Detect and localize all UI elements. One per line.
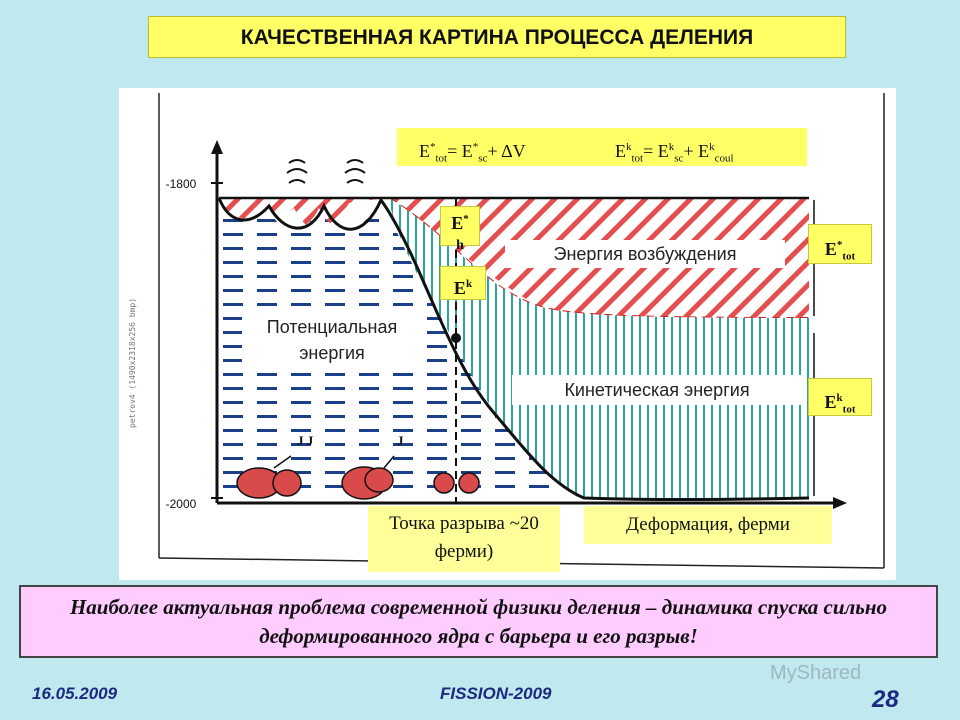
key-statement: Наиболее актуальная проблема современной…: [19, 585, 938, 658]
e-k-box: Ek: [440, 266, 486, 300]
fission-diagram: -1800 -2000 petrov4 (1490x2318x256 bmp) …: [119, 88, 896, 580]
excitation-energy-label: Энергия возбуждения: [505, 240, 785, 268]
x-axis-arrow: [833, 497, 847, 509]
equation-bar: E*tot = E*sc + ΔV Ektot = Eksc+ Ekcoul: [397, 128, 807, 166]
nucleus-shape-1: [236, 455, 302, 499]
page-number: 28: [872, 686, 899, 713]
slide-title: КАЧЕСТВЕННАЯ КАРТИНА ПРОЦЕССА ДЕЛЕНИЯ: [148, 16, 846, 58]
kinetic-region: [389, 198, 809, 498]
y-tick-bottom: -2000: [166, 497, 197, 511]
j-label-2: J: [397, 433, 404, 448]
y-tick-top: -1800: [166, 177, 197, 191]
scission-point-caption: Точка разрыва ~20 ферми): [368, 506, 560, 572]
nucleus-shape-2: [341, 455, 395, 500]
equation-excitation: E*tot = E*sc + ΔV: [419, 141, 526, 165]
wave-icon-2: [344, 159, 366, 184]
j-label-1: J J: [297, 433, 314, 448]
kinetic-energy-label: Кинетическая энергия: [512, 375, 802, 405]
scission-point: [451, 333, 461, 343]
potential-energy-label: Потенциальная энергия: [242, 314, 422, 366]
potential-curve: [217, 197, 810, 501]
e-star-tot-box: E*tot: [808, 224, 872, 264]
vertical-note: petrov4 (1490x2318x256 bmp): [128, 298, 137, 428]
wave-icon-1: [286, 159, 308, 184]
deformation-axis-caption: Деформация, ферми: [584, 506, 832, 544]
footer-date: 16.05.2009: [32, 684, 118, 703]
nucleus-shape-3: [433, 472, 480, 494]
watermark: MyShared: [770, 662, 862, 684]
footer-conference: FISSION-2009: [440, 684, 552, 703]
e-k-tot-box: Ektot: [808, 378, 872, 416]
excitation-boundary: [388, 197, 810, 319]
y-axis-arrow: [211, 140, 223, 154]
e-star-h-box: E*h: [440, 206, 480, 253]
equation-kinetic: Ektot = Eksc+ Ekcoul: [615, 141, 734, 165]
